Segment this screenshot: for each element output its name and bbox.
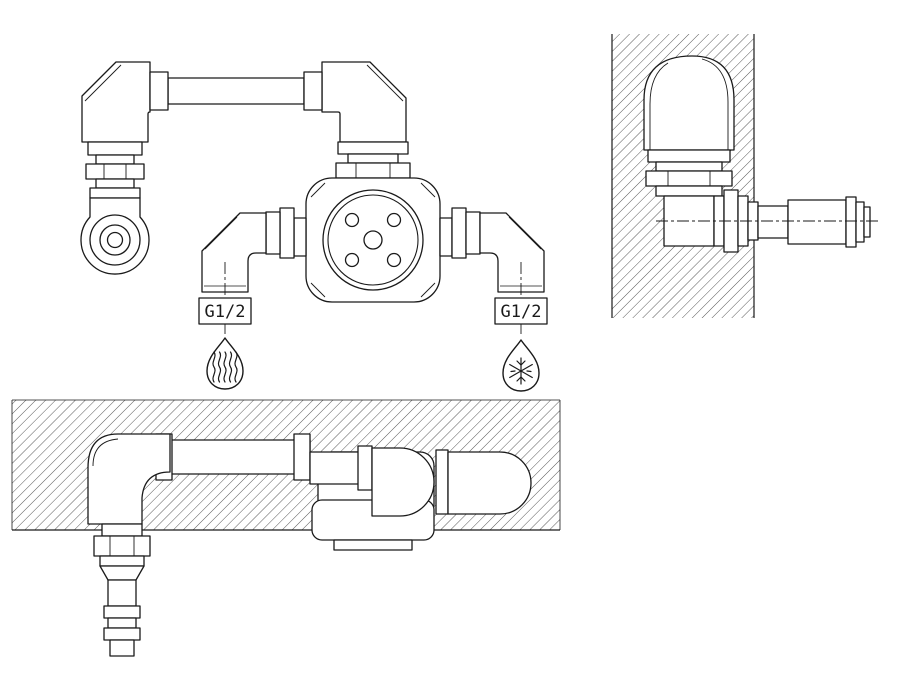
top-pipe-assembly bbox=[81, 61, 407, 143]
front-view: G1/2 G1/2 bbox=[80, 61, 548, 392]
bottom-view bbox=[11, 399, 561, 657]
left-fitting-stack bbox=[85, 141, 145, 199]
side-view bbox=[611, 34, 880, 318]
right-thread-label-box bbox=[494, 297, 548, 325]
left-thread-label-text: G1/2 bbox=[205, 302, 246, 322]
cold-water-icon bbox=[502, 339, 540, 392]
pipe-plan bbox=[87, 433, 532, 525]
supply-connector bbox=[656, 189, 880, 253]
drop-pipe bbox=[93, 523, 151, 657]
right-fitting-stack bbox=[335, 141, 411, 179]
mixer-valve-body bbox=[305, 177, 441, 303]
left-inlet-elbow bbox=[201, 207, 307, 293]
side-elbow bbox=[643, 55, 735, 151]
hot-water-icon bbox=[206, 337, 244, 390]
left-thread-label: G1/2 bbox=[198, 262, 252, 334]
right-thread-label-text: G1/2 bbox=[501, 302, 542, 322]
front-outlet-elbow bbox=[80, 197, 150, 275]
left-thread-label-box bbox=[198, 297, 252, 325]
right-thread-label: G1/2 bbox=[494, 262, 548, 334]
side-fitting-stack bbox=[645, 149, 733, 197]
right-inlet-elbow bbox=[439, 207, 545, 293]
